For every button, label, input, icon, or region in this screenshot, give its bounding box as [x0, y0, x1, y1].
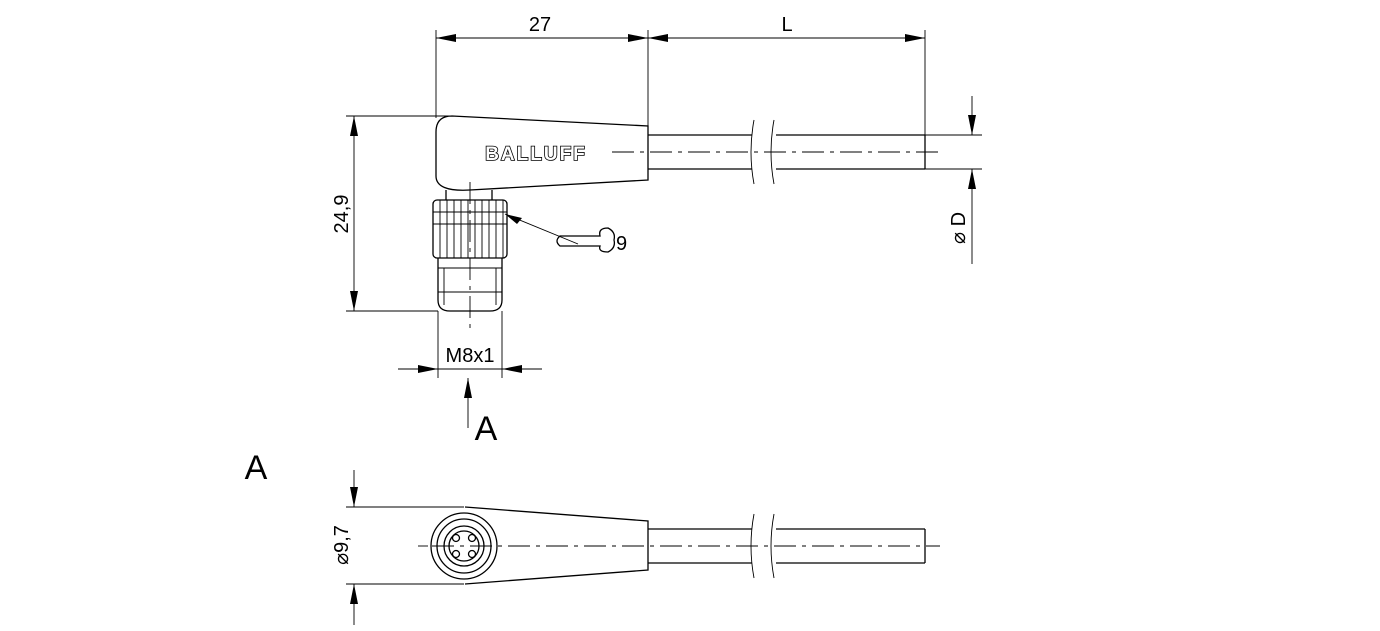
view-a-title: A	[245, 449, 268, 487]
head-diameter-label: ⌀9,7	[331, 525, 353, 565]
view-direction-arrow: A	[464, 378, 498, 448]
dimension-27: 27	[435, 14, 649, 128]
pin-1	[451, 533, 461, 543]
height-label: 24,9	[331, 195, 353, 234]
cable-diameter-label: ⌀ D	[948, 212, 970, 244]
view-a-cable	[648, 513, 926, 579]
dimension-L: L	[648, 14, 926, 135]
wrench-callout: 9	[504, 213, 627, 255]
dimension-thread: M8x1	[398, 311, 542, 378]
view-a-body	[464, 506, 649, 585]
pin-2	[467, 533, 477, 543]
pin-3	[451, 549, 461, 559]
side-view: 27 L BALLUFF	[331, 14, 982, 448]
dimension-L-label: L	[781, 14, 792, 36]
pin-4	[467, 549, 477, 559]
dimension-27-label: 27	[529, 14, 551, 36]
cable	[648, 119, 926, 185]
wrench-icon	[556, 227, 616, 253]
dimension-head-diameter: ⌀9,7	[331, 470, 464, 625]
thread-pin	[437, 182, 503, 330]
thread-label: M8x1	[446, 345, 495, 367]
view-a: A	[245, 449, 940, 625]
dimension-cable-diameter: ⌀ D	[925, 96, 982, 264]
view-marker-label: A	[475, 410, 498, 448]
brand-logo: BALLUFF	[485, 144, 587, 165]
dimension-height: 24,9	[331, 115, 452, 312]
wrench-size-label: 9	[616, 233, 627, 255]
